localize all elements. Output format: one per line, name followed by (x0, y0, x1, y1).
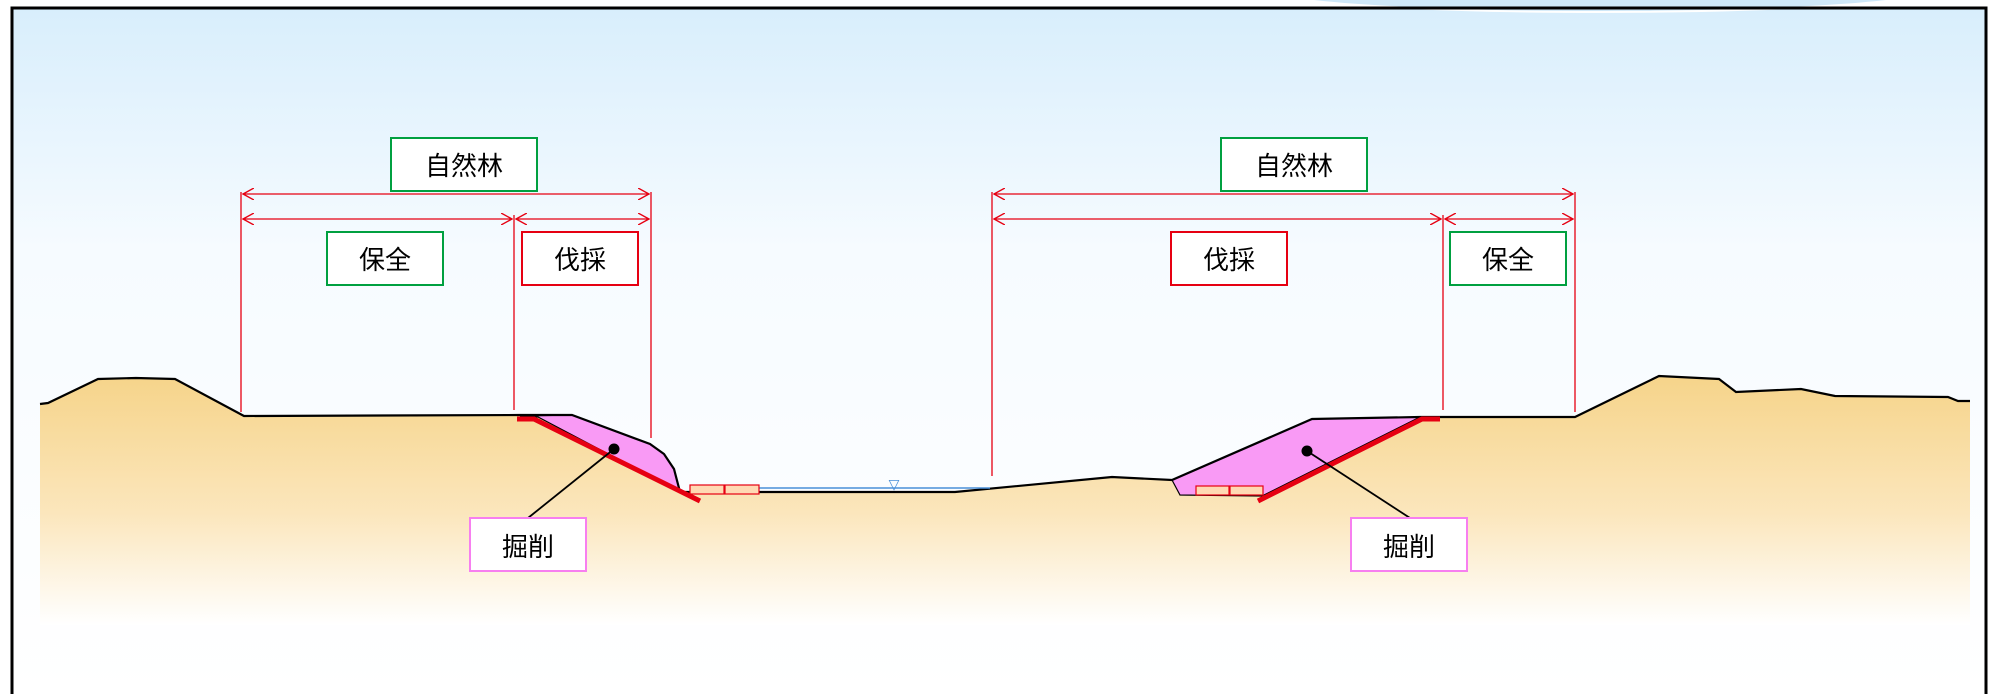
left-excavation-text: 掘削 (502, 533, 554, 563)
ground-surface-line (39, 374, 1970, 494)
water-level-symbol: ▽ (889, 477, 900, 493)
revetment-block (1195, 485, 1230, 496)
left-natural-forest-label: 自然林 (390, 137, 538, 192)
right-excavation-label: 掘削 (1350, 517, 1468, 572)
right-excavation-text: 掘削 (1383, 533, 1435, 563)
right-conservation-text: 保全 (1482, 246, 1534, 276)
leader-line (527, 448, 615, 519)
left-felling-text: 伐採 (554, 246, 606, 276)
right-felling-label: 伐採 (1170, 231, 1288, 286)
leader-dot (608, 443, 620, 455)
revetment-block (724, 484, 760, 495)
leader-line (1306, 450, 1411, 519)
right-natural-forest-label: 自然林 (1220, 137, 1368, 192)
left-conservation-text: 保全 (359, 246, 411, 276)
frame-border (10, 6, 1988, 694)
left-excavation-label: 掘削 (469, 517, 587, 572)
leader-dot (1301, 445, 1313, 457)
revetment-block (1229, 485, 1264, 496)
left-cut-slope-line (517, 416, 702, 504)
left-conservation-label: 保全 (326, 231, 444, 286)
revetment-block (689, 484, 725, 495)
left-natural-forest-text: 自然林 (425, 152, 503, 182)
right-conservation-label: 保全 (1449, 231, 1567, 286)
right-felling-text: 伐採 (1203, 246, 1255, 276)
left-felling-label: 伐採 (521, 231, 639, 286)
right-cut-slope-line (1256, 416, 1440, 504)
right-natural-forest-text: 自然林 (1255, 152, 1333, 182)
